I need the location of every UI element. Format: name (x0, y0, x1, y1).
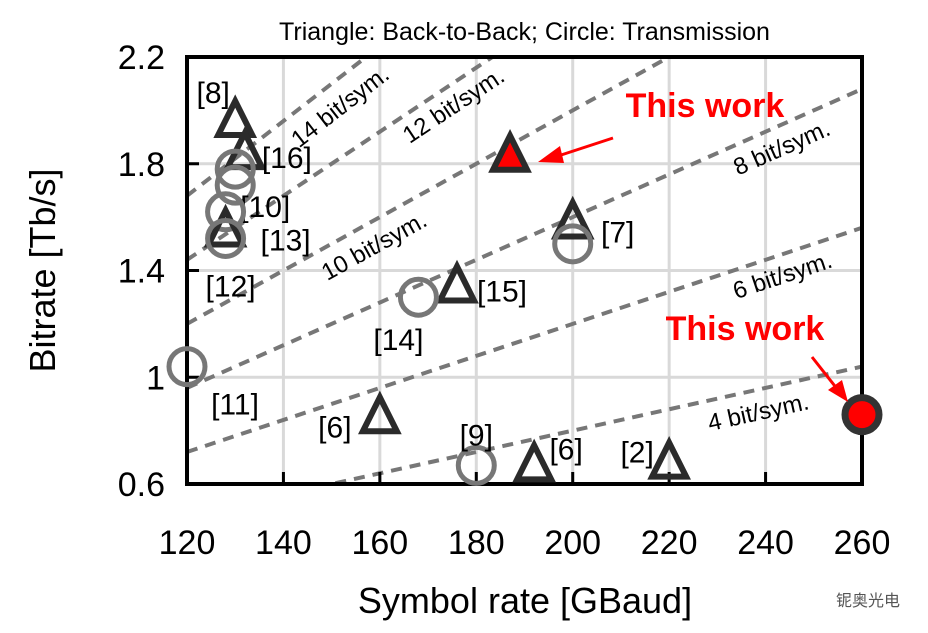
this-work-label: This work (666, 310, 825, 348)
ref-line-10bit (187, 57, 674, 326)
circle-marker (455, 444, 497, 486)
ref-line-4bit (322, 364, 862, 484)
reference-label: [10] (240, 191, 290, 224)
x-tick-label: 140 (255, 524, 312, 562)
circle-marker (397, 276, 439, 318)
reference-label: [11] (211, 389, 259, 422)
arrow-line (810, 356, 840, 391)
ref-line-label: 12 bit/sym. (398, 62, 510, 149)
arrow-line (554, 136, 614, 159)
y-tick-label: 1 (146, 359, 165, 397)
y-tick-label: 1.4 (118, 253, 165, 291)
circle-marker (205, 191, 247, 233)
x-tick-label: 160 (351, 524, 408, 562)
this-work-label: This work (626, 87, 785, 125)
circle-marker (205, 217, 247, 259)
reference-label: [14] (373, 324, 423, 357)
triangle-marker (647, 435, 691, 480)
ref-line-6bit (187, 225, 862, 454)
circle-marker (214, 148, 256, 190)
ref-line-14bit (187, 57, 370, 198)
reference-label: [13] (261, 224, 311, 257)
triangle-marker (358, 390, 402, 435)
reference-label: [6] (549, 433, 582, 466)
ref-line-label: 4 bit/sym. (705, 388, 811, 437)
x-tick-label: 180 (448, 524, 505, 562)
circle-marker (214, 164, 256, 206)
triangle-marker (203, 203, 248, 248)
y-tick-label: 0.6 (118, 466, 165, 504)
ref-line-12bit (187, 57, 496, 262)
triangle-marker (550, 195, 595, 240)
triangle-marker (435, 259, 479, 304)
y-axis-label: Bitrate [Tb/s] (22, 168, 63, 372)
x-tick-label: 200 (544, 524, 601, 562)
reference-label: [12] (206, 270, 256, 303)
triangle-marker (213, 94, 258, 139)
y-tick-label: 2.2 (118, 39, 165, 77)
reference-label: [9] (460, 419, 493, 452)
reference-label: [2] (620, 437, 653, 470)
watermark: 铌奥光电 (835, 591, 900, 610)
reference-label: [6] (318, 411, 351, 444)
x-tick-label: 220 (641, 524, 698, 562)
arrow-head-icon (828, 380, 848, 402)
x-tick-label: 240 (737, 524, 794, 562)
reference-label: [7] (601, 216, 634, 249)
reference-label: [16] (262, 142, 312, 175)
x-tick-label: 120 (159, 524, 216, 562)
ref-line-8bit (187, 87, 862, 390)
triangle-marker (512, 438, 556, 483)
circle-marker (841, 394, 883, 436)
circle-marker (166, 346, 208, 388)
x-tick-label: 260 (834, 524, 891, 562)
x-axis-label: Symbol rate [GBaud] (358, 580, 692, 621)
chart-title: Triangle: Back-to-Back; Circle: Transmis… (279, 18, 770, 46)
reference-label: [15] (477, 276, 527, 309)
triangle-marker (488, 129, 532, 173)
arrow-head-icon (538, 146, 564, 163)
reference-label: [8] (197, 77, 230, 110)
y-tick-label: 1.8 (118, 146, 165, 184)
circle-marker (552, 223, 594, 265)
